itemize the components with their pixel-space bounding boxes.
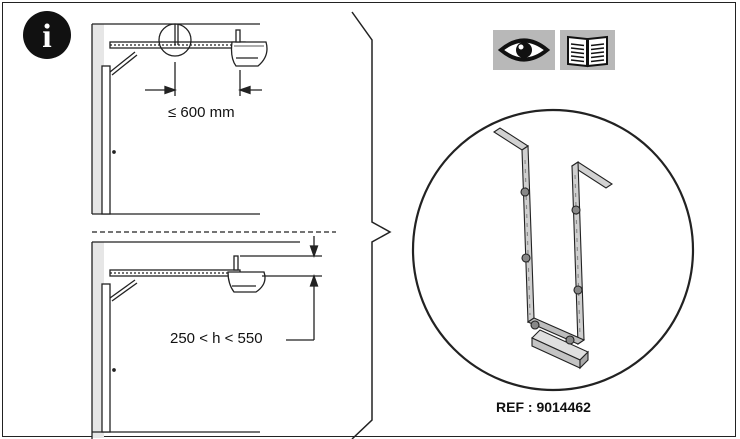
- height-range-label: 250 < h < 550: [170, 330, 263, 347]
- top-installation-view: [91, 23, 268, 215]
- bracket-illustration: [492, 127, 614, 370]
- bottom-installation-view: [91, 236, 322, 439]
- bracket-reference-label: REF : 9014462: [496, 399, 591, 415]
- info-glyph: i: [42, 18, 51, 55]
- brace-connector: [351, 11, 392, 439]
- bracket-detail-circle: [411, 108, 695, 392]
- max-distance-label: ≤ 600 mm: [168, 104, 235, 121]
- info-icon: i: [22, 10, 72, 60]
- book-icon: [560, 30, 615, 70]
- eye-icon: [493, 30, 555, 70]
